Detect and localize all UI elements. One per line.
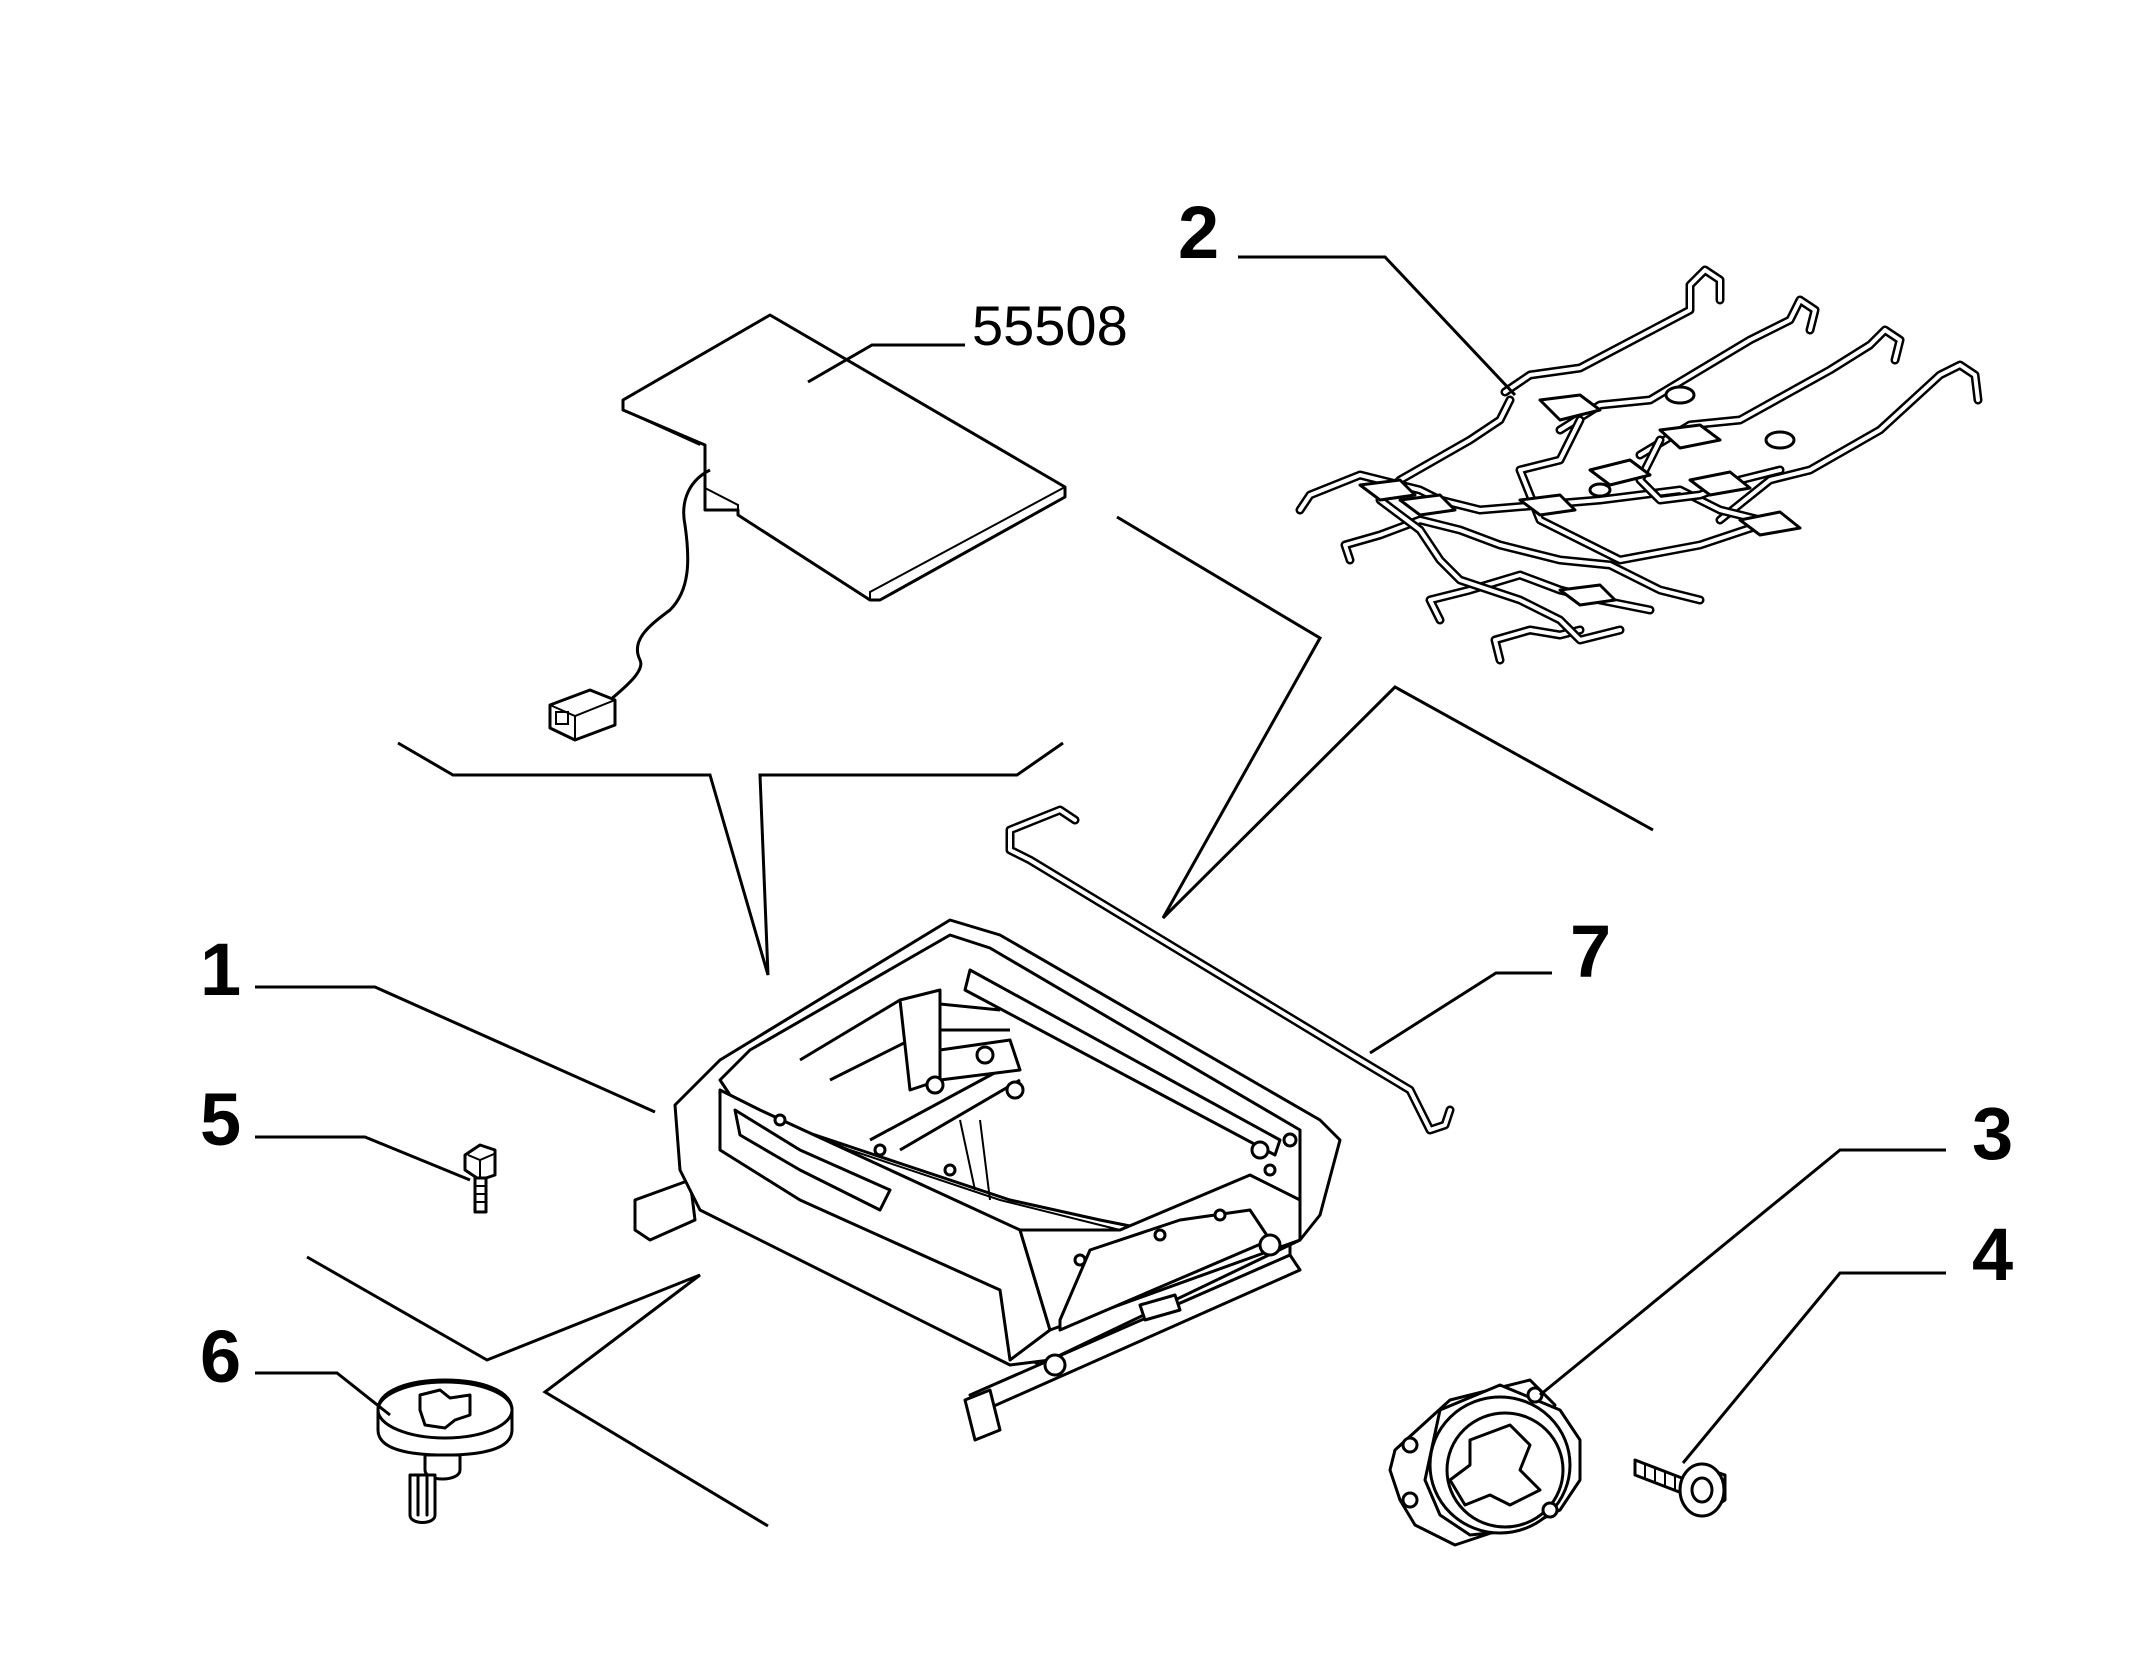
leader-1 (255, 985, 656, 1114)
callout-1: 1 (200, 928, 241, 1011)
callout-7: 7 (1570, 910, 1611, 993)
leader-lines (255, 255, 1946, 1464)
heating-pad-connector (548, 688, 617, 742)
leader-2 (1238, 255, 1517, 397)
callout-6: 6 (200, 1315, 241, 1398)
leader-7 (1369, 971, 1552, 1055)
seat-heating-pad (548, 313, 1067, 742)
callout-3: 3 (1972, 1092, 2013, 1175)
leader-55508 (807, 343, 965, 384)
recliner-mechanism-3 (1388, 1378, 1582, 1547)
callout-2: 2 (1178, 191, 1219, 274)
leader-4 (1681, 1271, 1946, 1464)
callout-5: 5 (200, 1078, 241, 1161)
assembly-lines (306, 515, 1654, 1528)
bolt-4 (1633, 1458, 1727, 1518)
callout-labels: 1 2 3 4 5 6 7 55508 (200, 191, 2013, 1398)
leader-3 (1539, 1148, 1946, 1397)
seat-frame (633, 918, 1342, 1442)
spring-rod (1005, 805, 1455, 1135)
screw-5 (463, 1143, 497, 1214)
leader-6 (255, 1371, 391, 1417)
grommet-6 (376, 1378, 514, 1524)
callout-4: 4 (1972, 1213, 2013, 1296)
leader-5 (255, 1135, 471, 1182)
seat-spring-mat (1295, 265, 1983, 665)
callout-55508: 55508 (972, 294, 1128, 357)
